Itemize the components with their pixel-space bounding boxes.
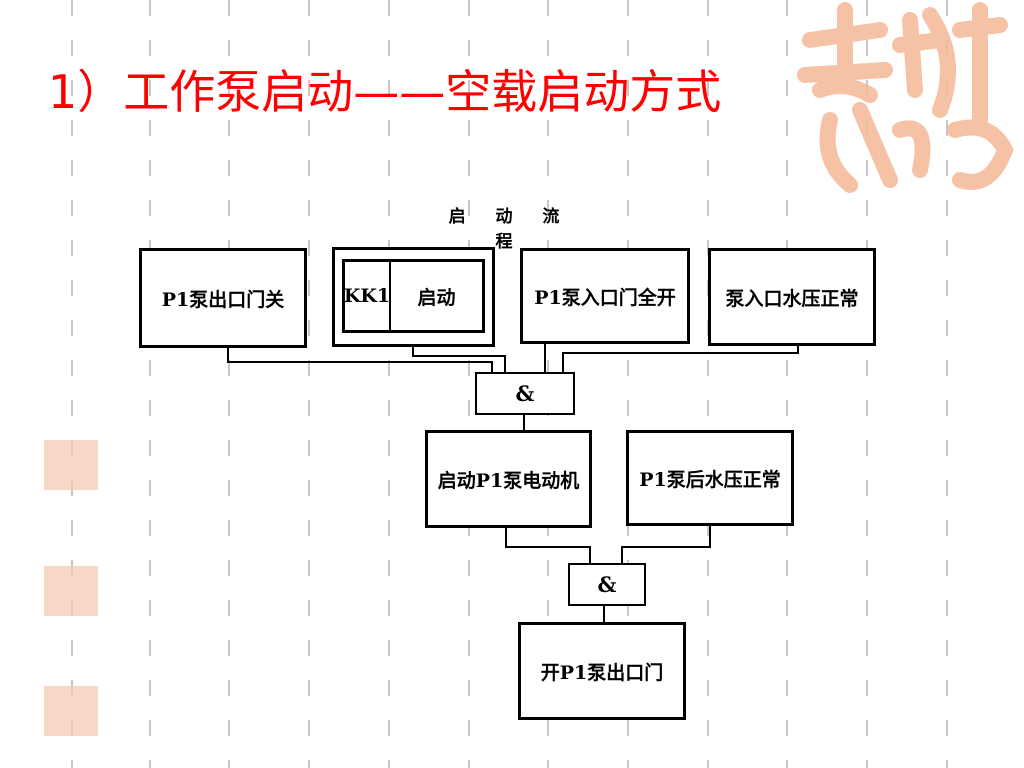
and-gate-1: &	[475, 372, 575, 415]
calligraphy-seal-large-icon	[797, 2, 1014, 193]
node-p1-post-pressure-normal: P1泵后水压正常	[626, 430, 794, 526]
flow-title: 启 动 流 程	[448, 207, 572, 252]
calligraphy-seal-icon	[44, 686, 98, 736]
kk1-action: 启动	[417, 286, 456, 309]
node-p1-inlet-open: P1泵入口门全开	[520, 248, 690, 344]
kk1-inner-frame: KK1 启动	[342, 259, 485, 333]
slide-title: 1）工作泵启动——空载启动方式	[48, 65, 722, 119]
node-kk1-start: KK1 启动	[332, 247, 495, 347]
node-start-p1-motor: 启动P1泵电动机	[425, 430, 592, 528]
calligraphy-seal-icon	[44, 566, 98, 616]
node-p1-outlet-close: P1泵出口门关	[139, 248, 307, 348]
kk1-label: KK1	[344, 262, 391, 330]
node-open-p1-outlet: 开P1泵出口门	[518, 622, 686, 720]
node-inlet-pressure-normal: 泵入口水压正常	[708, 248, 876, 346]
calligraphy-seal-icon	[44, 440, 98, 490]
and-gate-2: &	[568, 563, 646, 606]
